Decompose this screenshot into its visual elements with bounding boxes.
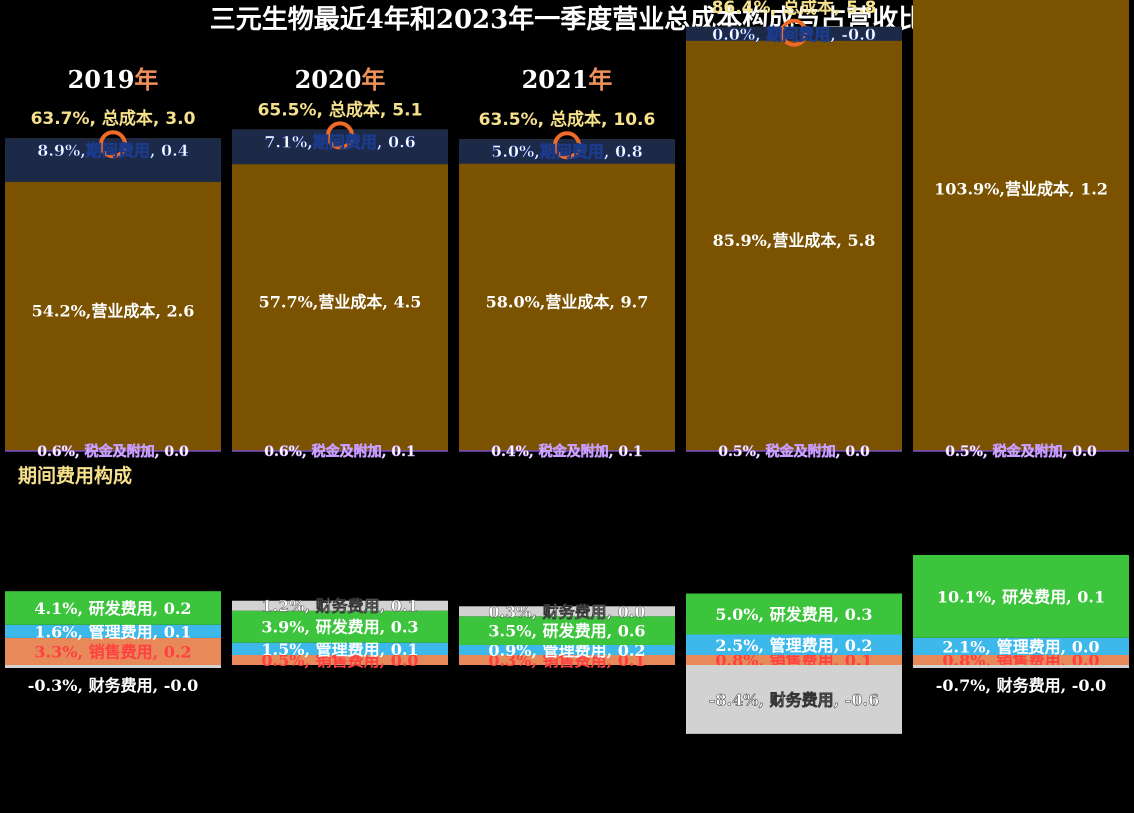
total-cost-label: 63.5%, 总成本, 10.6: [479, 109, 656, 130]
mgmt-fee-bar: [913, 637, 1129, 655]
op-cost-label: 103.9%,营业成本, 1.2: [934, 180, 1108, 199]
year-heading: 2019年: [68, 65, 159, 94]
tax-label: 0.6%, 税金及附加, 0.1: [264, 443, 416, 460]
fin-fee-bar: [459, 606, 675, 617]
total-cost-bar: [913, 0, 1129, 452]
period-fee-section-label: 期间费用构成: [18, 464, 132, 487]
op-cost-label: 54.2%,营业成本, 2.6: [32, 301, 195, 320]
marker-ring: [780, 18, 808, 47]
marker-ring: [553, 131, 581, 160]
fin-fee-bar: [686, 665, 902, 734]
mgmt-fee-bar: [232, 642, 448, 655]
total-cost-bar: [5, 138, 221, 451]
total-cost-bar: [232, 129, 448, 451]
rd-fee-label: 3.9%, 研发费用, 0.3: [261, 618, 418, 637]
tax-label: 0.5%, 税金及附加, 0.0: [718, 443, 870, 460]
tax-label: 0.4%, 税金及附加, 0.1: [491, 443, 643, 460]
total-cost-label: 86.4%, 总成本, 5.8: [712, 0, 877, 18]
rd-fee-bar: [5, 591, 221, 625]
fin-fee-label: 1.2%, 财务费用, 0.1: [261, 597, 418, 616]
tax-label: 0.6%, 税金及附加, 0.0: [37, 443, 189, 460]
total-cost-bar: [459, 139, 675, 451]
period-fee-label: 5.0%,期间费用, 0.8: [491, 142, 643, 161]
fin-fee-label: -8.4%, 财务费用, -0.6: [709, 690, 879, 709]
mgmt-fee-label: 1.5%, 管理费用, 0.1: [261, 640, 418, 659]
mgmt-fee-bar: [459, 645, 675, 655]
sales-fee-label: 0.3%, 销售费用, 0.1: [488, 651, 645, 670]
rd-fee-label: 3.5%, 研发费用, 0.6: [488, 622, 645, 641]
period-fee-bar: [5, 138, 221, 182]
fin-fee-label: -0.7%, 财务费用, -0.0: [936, 676, 1106, 695]
rd-fee-bar: [686, 593, 902, 635]
rd-fee-label: 5.0%, 研发费用, 0.3: [715, 605, 872, 624]
marker-ring: [326, 121, 354, 150]
total-cost-label: 63.7%, 总成本, 3.0: [31, 108, 196, 129]
period-fee-label: 0.0%, 期间费用, -0.0: [712, 25, 876, 44]
sales-fee-label: 3.3%, 销售费用, 0.2: [34, 642, 191, 661]
period-fee-bar: [686, 26, 902, 41]
year-heading: 2020年: [295, 65, 386, 94]
sales-fee-bar: [232, 655, 448, 665]
mgmt-fee-label: 2.5%, 管理费用, 0.2: [715, 636, 872, 655]
total-cost-label: 65.5%, 总成本, 5.1: [258, 99, 423, 120]
period-fee-label: 8.9%,期间费用, 0.4: [37, 141, 189, 160]
period-fee-label: 7.1%,期间费用, 0.6: [264, 132, 416, 151]
marker-ring: [99, 130, 127, 159]
rd-fee-label: 10.1%, 研发费用, 0.1: [937, 587, 1105, 606]
year-heading: 2021年: [522, 65, 613, 94]
op-cost-label: 57.7%,营业成本, 4.5: [259, 293, 422, 312]
mgmt-fee-label: 2.1%, 管理费用, 0.0: [942, 637, 1099, 656]
mgmt-fee-label: 1.6%, 管理费用, 0.1: [34, 622, 191, 641]
sales-fee-bar: [913, 655, 1129, 665]
sales-fee-label: 0.5%, 销售费用, 0.0: [261, 651, 418, 670]
tax-label: 0.5%, 税金及附加, 0.0: [945, 443, 1097, 460]
op-cost-label: 58.0%,营业成本, 9.7: [486, 292, 649, 311]
period-fee-bar: [459, 139, 675, 164]
rd-fee-bar: [232, 610, 448, 643]
fin-fee-bar: [913, 665, 1129, 668]
mgmt-fee-bar: [686, 634, 902, 655]
rd-fee-bar: [459, 616, 675, 645]
rd-fee-bar: [913, 554, 1129, 638]
mgmt-fee-bar: [5, 624, 221, 638]
fin-fee-label: 0.3%, 财务费用, 0.0: [488, 602, 645, 621]
mgmt-fee-label: 0.9%, 管理费用, 0.2: [488, 641, 645, 660]
sales-fee-bar: [5, 637, 221, 665]
rd-fee-label: 4.1%, 研发费用, 0.2: [34, 599, 191, 618]
op-cost-label: 85.9%,营业成本, 5.8: [713, 231, 876, 250]
fin-fee-label: -0.3%, 财务费用, -0.0: [28, 676, 198, 695]
sales-fee-bar: [459, 655, 675, 665]
sales-fee-bar: [686, 655, 902, 665]
fin-fee-bar: [5, 665, 221, 668]
total-cost-bar: [686, 26, 902, 451]
fin-fee-bar: [232, 600, 448, 611]
